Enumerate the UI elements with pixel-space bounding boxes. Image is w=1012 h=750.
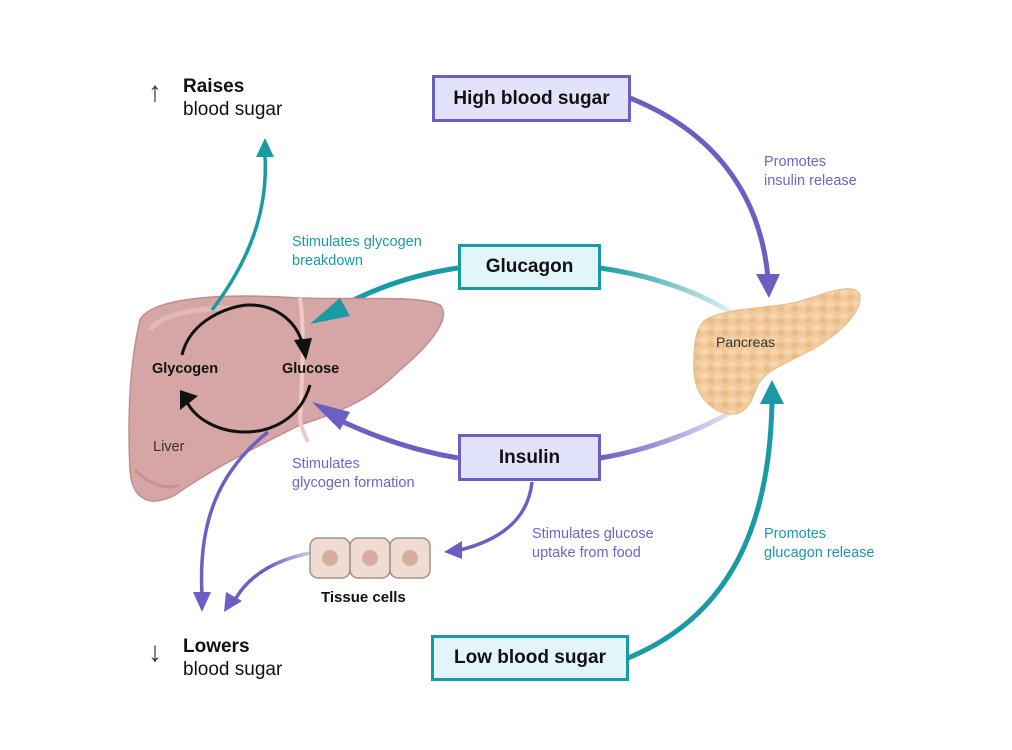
annotation-line: insulin release (764, 173, 857, 189)
pancreas-label: Pancreas (716, 334, 776, 350)
high-to-pancreas-arrow (629, 95, 771, 279)
insulin-box: Insulin (458, 434, 601, 481)
insulin-label: Insulin (498, 446, 561, 468)
raises-blood-sugar-label: Raises blood sugar (183, 75, 282, 121)
lowers-blood-sugar-label: Lowers blood sugar (183, 635, 282, 681)
pancreas-insulin-line (599, 407, 737, 461)
glycogen-label: Glycogen (152, 361, 219, 377)
tissue-cells-label: Tissue cells (321, 589, 406, 606)
lowers-subtitle: blood sugar (183, 659, 283, 680)
low-blood-sugar-box: Low blood sugar (431, 635, 629, 681)
glucose-to-glycogen-arc (184, 384, 312, 434)
liver-to-raises-arrow (210, 155, 268, 312)
up-arrow-icon: ↑ (148, 76, 162, 107)
annotation-line: uptake from food (532, 545, 641, 561)
annotation-line: Promotes (764, 154, 827, 170)
glucagon-to-liver-arrowhead (310, 298, 350, 324)
raises-title: Raises (183, 76, 245, 97)
annotation-line: glycogen formation (292, 475, 415, 491)
pancreas-illustration (693, 288, 861, 415)
glucose-label: Glucose (282, 361, 340, 377)
annotation-line: Stimulates (292, 456, 360, 472)
glucose-to-glycogen-arrowhead (180, 390, 198, 410)
lowers-title: Lowers (183, 636, 250, 657)
liver-to-lowers-arrowhead (193, 592, 211, 612)
low-to-pancreas-arrow (627, 399, 775, 661)
glycogen-to-glucose-arc (180, 303, 304, 356)
low-to-pancreas-arrowhead (760, 380, 784, 404)
glucagon-box: Glucagon (458, 244, 601, 290)
promotes-insulin-annotation: Promotes insulin release (764, 153, 857, 191)
liver-label: Liver (153, 439, 185, 455)
glycogen-breakdown-annotation: Stimulates glycogen breakdown (292, 233, 422, 271)
liver-to-raises-arrowhead (256, 138, 274, 157)
promotes-glucagon-annotation: Promotes glucagon release (764, 525, 874, 563)
liver-to-lowers-arrow (199, 430, 270, 595)
annotation-line: Stimulates glycogen (292, 234, 422, 250)
insulin-to-tissue-arrowhead (444, 541, 462, 559)
tissue-cells-illustration (309, 537, 431, 579)
high-to-pancreas-arrowhead (756, 274, 780, 298)
pancreas-glucagon-line (599, 265, 737, 318)
tissue-to-lowers-arrowhead (224, 592, 242, 612)
glycogen-formation-annotation: Stimulates glycogen formation (292, 455, 415, 493)
annotation-line: Stimulates glucose (532, 526, 654, 542)
down-arrow-icon: ↓ (148, 636, 162, 667)
annotation-line: Promotes (764, 526, 827, 542)
glucose-uptake-annotation: Stimulates glucose uptake from food (532, 525, 654, 563)
annotation-line: breakdown (292, 253, 363, 269)
liver-illustration (128, 295, 445, 502)
raises-subtitle: blood sugar (183, 99, 283, 120)
insulin-to-liver-arrow (333, 415, 459, 461)
insulin-to-liver-arrowhead (312, 402, 350, 430)
tissue-to-lowers-arrow (234, 551, 311, 599)
low-blood-sugar-label: Low blood sugar (454, 647, 606, 668)
glucagon-label: Glucagon (485, 256, 574, 277)
high-blood-sugar-box: High blood sugar (432, 75, 631, 122)
high-blood-sugar-label: High blood sugar (453, 87, 610, 109)
insulin-to-tissue-arrow (459, 481, 534, 552)
glycogen-to-glucose-arrowhead (294, 338, 312, 360)
annotation-line: glucagon release (764, 545, 875, 561)
